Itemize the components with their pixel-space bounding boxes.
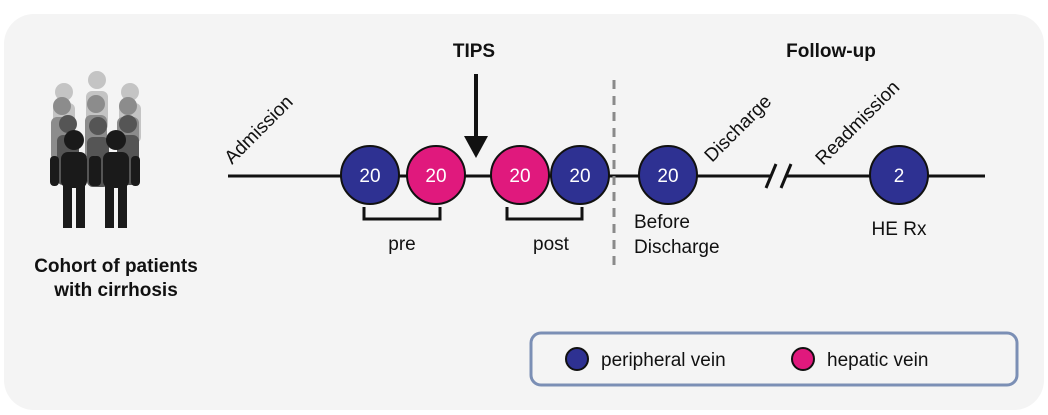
- legend-peripheral-swatch: [565, 347, 589, 371]
- down-arrow-icon: [464, 74, 488, 158]
- svg-text:2: 2: [894, 166, 905, 187]
- tips-label: TIPS: [453, 41, 495, 62]
- svg-text:20: 20: [359, 166, 380, 187]
- svg-text:20: 20: [509, 166, 530, 187]
- svg-text:20: 20: [657, 166, 678, 187]
- follow-up-label: Follow-up: [786, 41, 876, 62]
- before-discharge-label-line2: Discharge: [634, 237, 720, 258]
- pre-bracket: [362, 207, 442, 221]
- legend: peripheral vein hepatic vein: [529, 331, 1019, 387]
- legend-hepatic-swatch: [791, 347, 815, 371]
- legend-hepatic-label: hepatic vein: [827, 350, 928, 371]
- sample-circle: 2: [869, 145, 929, 205]
- cohort-label-line2: with cirrhosis: [53, 280, 178, 301]
- post-label: post: [533, 234, 570, 255]
- sample-circle: 20: [340, 145, 400, 205]
- sample-circle: 20: [490, 145, 550, 205]
- sample-circle: 20: [406, 145, 466, 205]
- post-bracket: [505, 207, 584, 221]
- svg-text:20: 20: [425, 166, 446, 187]
- timeline-break-marks: [764, 163, 793, 189]
- cohort-label-line1: Cohort of patients: [34, 256, 198, 277]
- sample-circle: 20: [638, 145, 698, 205]
- legend-peripheral-label: peripheral vein: [601, 350, 726, 371]
- pre-label: pre: [388, 234, 415, 255]
- before-discharge-label-line1: Before: [634, 212, 690, 233]
- sample-circle: 20: [550, 145, 610, 205]
- he-rx-label: HE Rx: [872, 219, 927, 240]
- discharge-label: Discharge: [701, 91, 776, 166]
- svg-text:20: 20: [569, 166, 590, 187]
- admission-label: Admission: [221, 92, 298, 169]
- people-group-icon: [50, 71, 141, 228]
